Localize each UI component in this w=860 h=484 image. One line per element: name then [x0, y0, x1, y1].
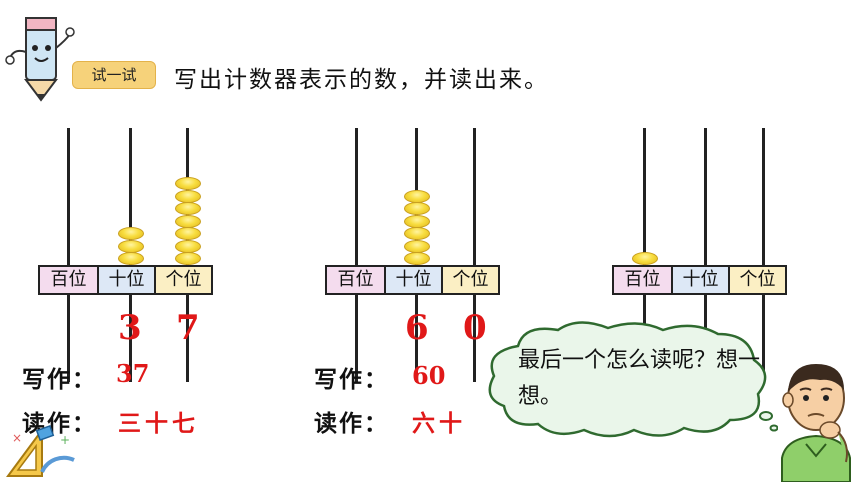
rod-tens: [704, 128, 707, 382]
place-label-row-1: 百位 十位 个位: [38, 265, 213, 295]
bubble-text: 最后一个怎么读呢？想一想。: [518, 348, 761, 409]
rod-ones: [762, 128, 765, 382]
label-hundreds: 百位: [327, 267, 384, 293]
read-value-1: 三十七: [118, 411, 199, 437]
pencil-mascot-icon: [5, 17, 75, 102]
abacus-3: [612, 120, 802, 382]
bead-ones: [174, 239, 201, 253]
bead-tens: [403, 214, 430, 228]
thought-bubble: [488, 321, 778, 438]
label-ones: 个位: [728, 267, 785, 293]
bead-tens: [403, 202, 430, 215]
write-label-2: 写作：: [314, 367, 389, 393]
read-label-1: 读作：: [22, 411, 97, 437]
bead-tens: [117, 239, 144, 253]
svg-text:×: ×: [12, 431, 22, 445]
digit-tens-2: 6: [405, 308, 429, 348]
write-label-1: 写作：: [22, 367, 97, 393]
bead-tens: [403, 252, 430, 265]
bead-ones: [174, 202, 201, 215]
math-tools-icon: × +: [6, 424, 75, 477]
digit-ones-1: 7: [176, 308, 200, 348]
thinking-boy-icon: [781, 364, 851, 482]
label-ones: 个位: [441, 267, 498, 293]
bead-tens: [117, 252, 144, 265]
write-value-1: 37: [116, 359, 150, 388]
bead-ones: [174, 214, 201, 228]
digit-ones-2: 0: [463, 308, 487, 348]
rod-ones: [473, 128, 476, 382]
write-value-2: 60: [412, 361, 446, 390]
svg-text:+: +: [60, 433, 70, 447]
bead-ones: [174, 227, 201, 240]
try-it-badge: 试一试: [72, 61, 156, 89]
bead-hundreds: [631, 252, 658, 265]
label-hundreds: 百位: [614, 267, 671, 293]
bead-tens: [403, 189, 430, 203]
read-value-2: 六十: [412, 411, 466, 437]
rod-hundreds: [355, 128, 358, 382]
label-tens: 十位: [671, 267, 728, 293]
bead-ones: [174, 177, 201, 190]
abacus-2: [325, 120, 515, 382]
rod-hundreds: [67, 128, 70, 382]
place-label-row-3: 百位 十位 个位: [612, 265, 787, 295]
instruction-text: 写出计数器表示的数，并读出来。: [174, 67, 549, 93]
bead-ones: [174, 252, 201, 265]
bead-tens: [403, 239, 430, 253]
place-label-row-2: 百位 十位 个位: [325, 265, 500, 295]
read-label-2: 读作：: [314, 411, 389, 437]
digit-tens-1: 3: [118, 308, 142, 348]
abacus-1: [38, 120, 228, 382]
bead-tens: [403, 227, 430, 240]
label-tens: 十位: [97, 267, 154, 293]
bead-ones: [174, 189, 201, 203]
label-tens: 十位: [384, 267, 441, 293]
label-hundreds: 百位: [40, 267, 97, 293]
label-ones: 个位: [154, 267, 211, 293]
bead-tens: [117, 227, 144, 240]
